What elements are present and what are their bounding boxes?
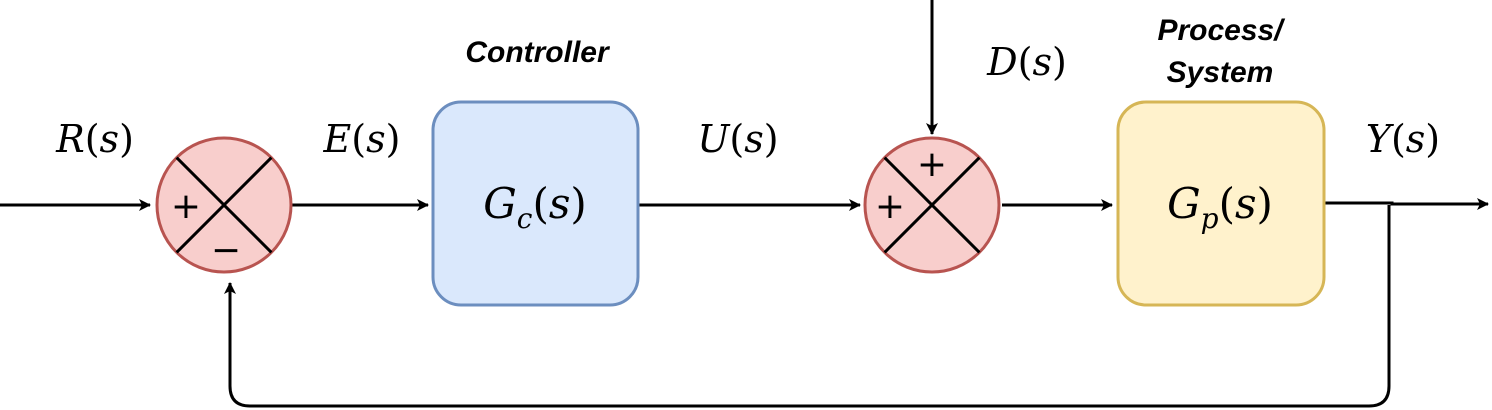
process-title-line2: System [1167, 56, 1274, 89]
controller-block: Gc(s) [431, 100, 640, 307]
plus-sign-top: + [917, 144, 947, 185]
output-arrow [1324, 198, 1489, 210]
summing-junction-2: + + [863, 136, 1001, 274]
process-block: Gp(s) [1116, 100, 1326, 307]
process-title-line1: Process/ [1157, 14, 1285, 47]
controller-transfer-function: Gc(s) [483, 179, 587, 235]
controller-title: Controller [465, 36, 611, 69]
signal-label-disturbance: D(s) [986, 40, 1067, 84]
process-transfer-function: Gp(s) [1167, 179, 1273, 235]
signal-label-output: Y(s) [1366, 117, 1440, 161]
plus-sign-left: + [875, 186, 905, 227]
feedback-path [224, 205, 1391, 408]
minus-sign-bottom: − [211, 230, 241, 271]
signal-label-reference: R(s) [55, 117, 134, 161]
plus-sign-left: + [171, 186, 201, 227]
summing-junction-1: + − [155, 136, 293, 274]
signal-label-control: U(s) [697, 117, 778, 161]
signal-label-error: E(s) [323, 117, 401, 161]
